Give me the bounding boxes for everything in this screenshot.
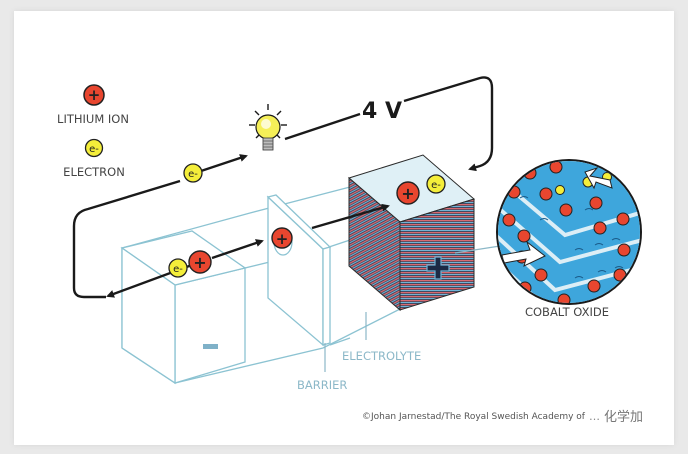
watermark-background <box>587 406 657 424</box>
svg-text:e-: e- <box>173 264 183 275</box>
anode-minus-icon <box>203 344 218 349</box>
svg-text:+: + <box>276 230 289 248</box>
lithium-ion-label: LITHIUM ION <box>57 112 129 126</box>
svg-text:e-: e- <box>431 180 441 191</box>
svg-text:e-: e- <box>188 169 198 180</box>
electron-label: ELECTRON <box>63 165 125 179</box>
callout-lines <box>324 245 501 372</box>
barrier-panel <box>266 194 332 347</box>
anode-block <box>120 230 247 385</box>
voltage-label: 4 V <box>362 99 402 124</box>
watermark-icon: … <box>589 410 600 423</box>
barrier-lithium-ion-icon: + <box>271 227 293 249</box>
svg-text:+: + <box>88 86 101 104</box>
external-circuit <box>72 76 494 299</box>
watermark-text: 化学加 <box>604 409 643 425</box>
cobalt-oxide-label: COBALT OXIDE <box>525 305 609 319</box>
cathode-electron-icon: e- <box>426 174 446 194</box>
svg-text:+: + <box>401 184 414 203</box>
cathode-lithium-ion-icon: + <box>396 181 420 205</box>
image-credit: ©Johan Jarnestad/The Royal Swedish Acade… <box>362 412 628 422</box>
anode-lithium-ion-icon: + <box>188 250 212 274</box>
legend: + LITHIUM ION e- ELECTRON <box>57 84 129 179</box>
svg-text:e-: e- <box>89 144 99 155</box>
light-bulb-icon <box>249 104 287 151</box>
cobalt-oxide-zoom <box>496 159 642 305</box>
barrier-label: BARRIER <box>297 378 347 392</box>
lithium-ion-icon: + <box>83 84 105 106</box>
cathode-block <box>347 154 476 312</box>
electrolyte-label: ELECTROLYTE <box>342 349 421 363</box>
circuit-electron-icon: e- <box>183 163 203 183</box>
svg-text:+: + <box>193 253 206 272</box>
anode-electron-icon: e- <box>168 258 188 278</box>
cathode-plus-icon <box>426 256 450 280</box>
electron-icon: e- <box>84 138 104 158</box>
